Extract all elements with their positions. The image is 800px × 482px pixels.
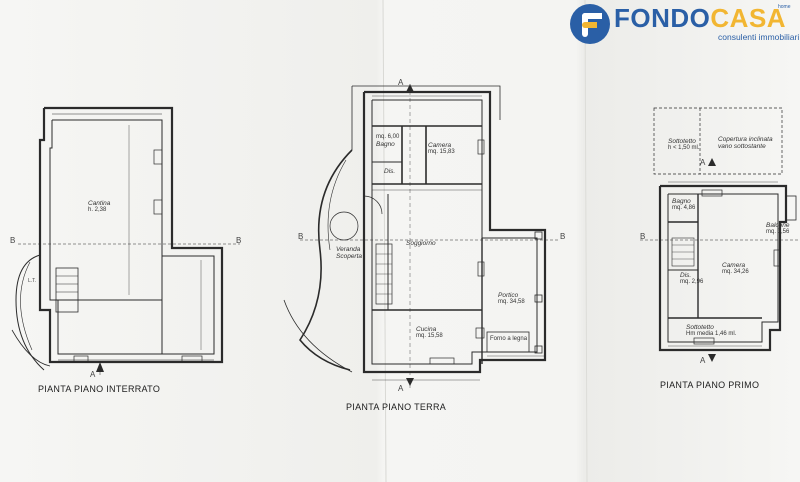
fondocasa-logo[interactable]: FONDOCASA home consulenti immobiliari [570, 2, 800, 46]
brand-name: FONDOCASA [614, 3, 787, 33]
section-b-left-basement: B [10, 236, 16, 245]
section-a-bottom-first: A [700, 356, 706, 365]
room-sottotetto-top: Sottotetto h < 1,50 ml. [668, 138, 700, 151]
section-b-right-basement: B [236, 236, 242, 245]
room-bagno-first: Bagno mq. 4,86 [672, 198, 696, 211]
room-bagno-ground: mq. 6,00 Bagno [376, 134, 400, 148]
room-forno: Forno a legna [490, 336, 528, 342]
room-portico: Portico mq. 34,58 [498, 292, 525, 305]
room-dis-first: Dis. mq. 2,96 [680, 272, 704, 285]
section-a-bottom-ground: A [398, 384, 404, 393]
section-b-right-ground: B [560, 232, 566, 241]
section-a-basement: A [90, 370, 96, 379]
room-copertura: Copertura inclinata vano sottostante [718, 136, 773, 150]
basement-plan [11, 106, 240, 375]
first-floor-plan [640, 107, 800, 362]
title-ground-plan: PIANTA PIANO TERRA [346, 402, 447, 412]
brand-tm: home [778, 4, 791, 10]
room-veranda: Veranda Scoperta [336, 246, 363, 260]
room-cantina: Cantina h. 2,38 [88, 200, 111, 213]
room-soggiorno: Soggiorno [406, 240, 436, 247]
section-a-top-ground: A [398, 78, 404, 87]
stair-label-lt: L.T. [28, 278, 37, 284]
section-b-left-first: B [640, 232, 646, 241]
title-first-floor-plan: PIANTA PIANO PRIMO [660, 380, 760, 390]
brand-subtitle: consulenti immobiliari [718, 32, 800, 42]
room-cucina: Cucina mq. 15,58 [416, 326, 443, 339]
section-b-left-ground: B [298, 232, 304, 241]
room-sottotetto-bottom: Sottotetto Hm media 1,46 ml. [686, 324, 737, 337]
room-camera-first: Camera mq. 34,26 [722, 262, 749, 275]
room-dis-ground: Dis. [384, 168, 396, 175]
ground-plan [283, 84, 560, 388]
room-balcone: Balcone mq. 3,56 [766, 222, 790, 235]
fondocasa-logo-icon [570, 4, 610, 44]
room-camera-ground: Camera mq. 15,83 [428, 142, 455, 155]
title-basement-plan: PIANTA PIANO INTERRATO [38, 384, 161, 394]
section-a-top-first: A [700, 158, 706, 167]
